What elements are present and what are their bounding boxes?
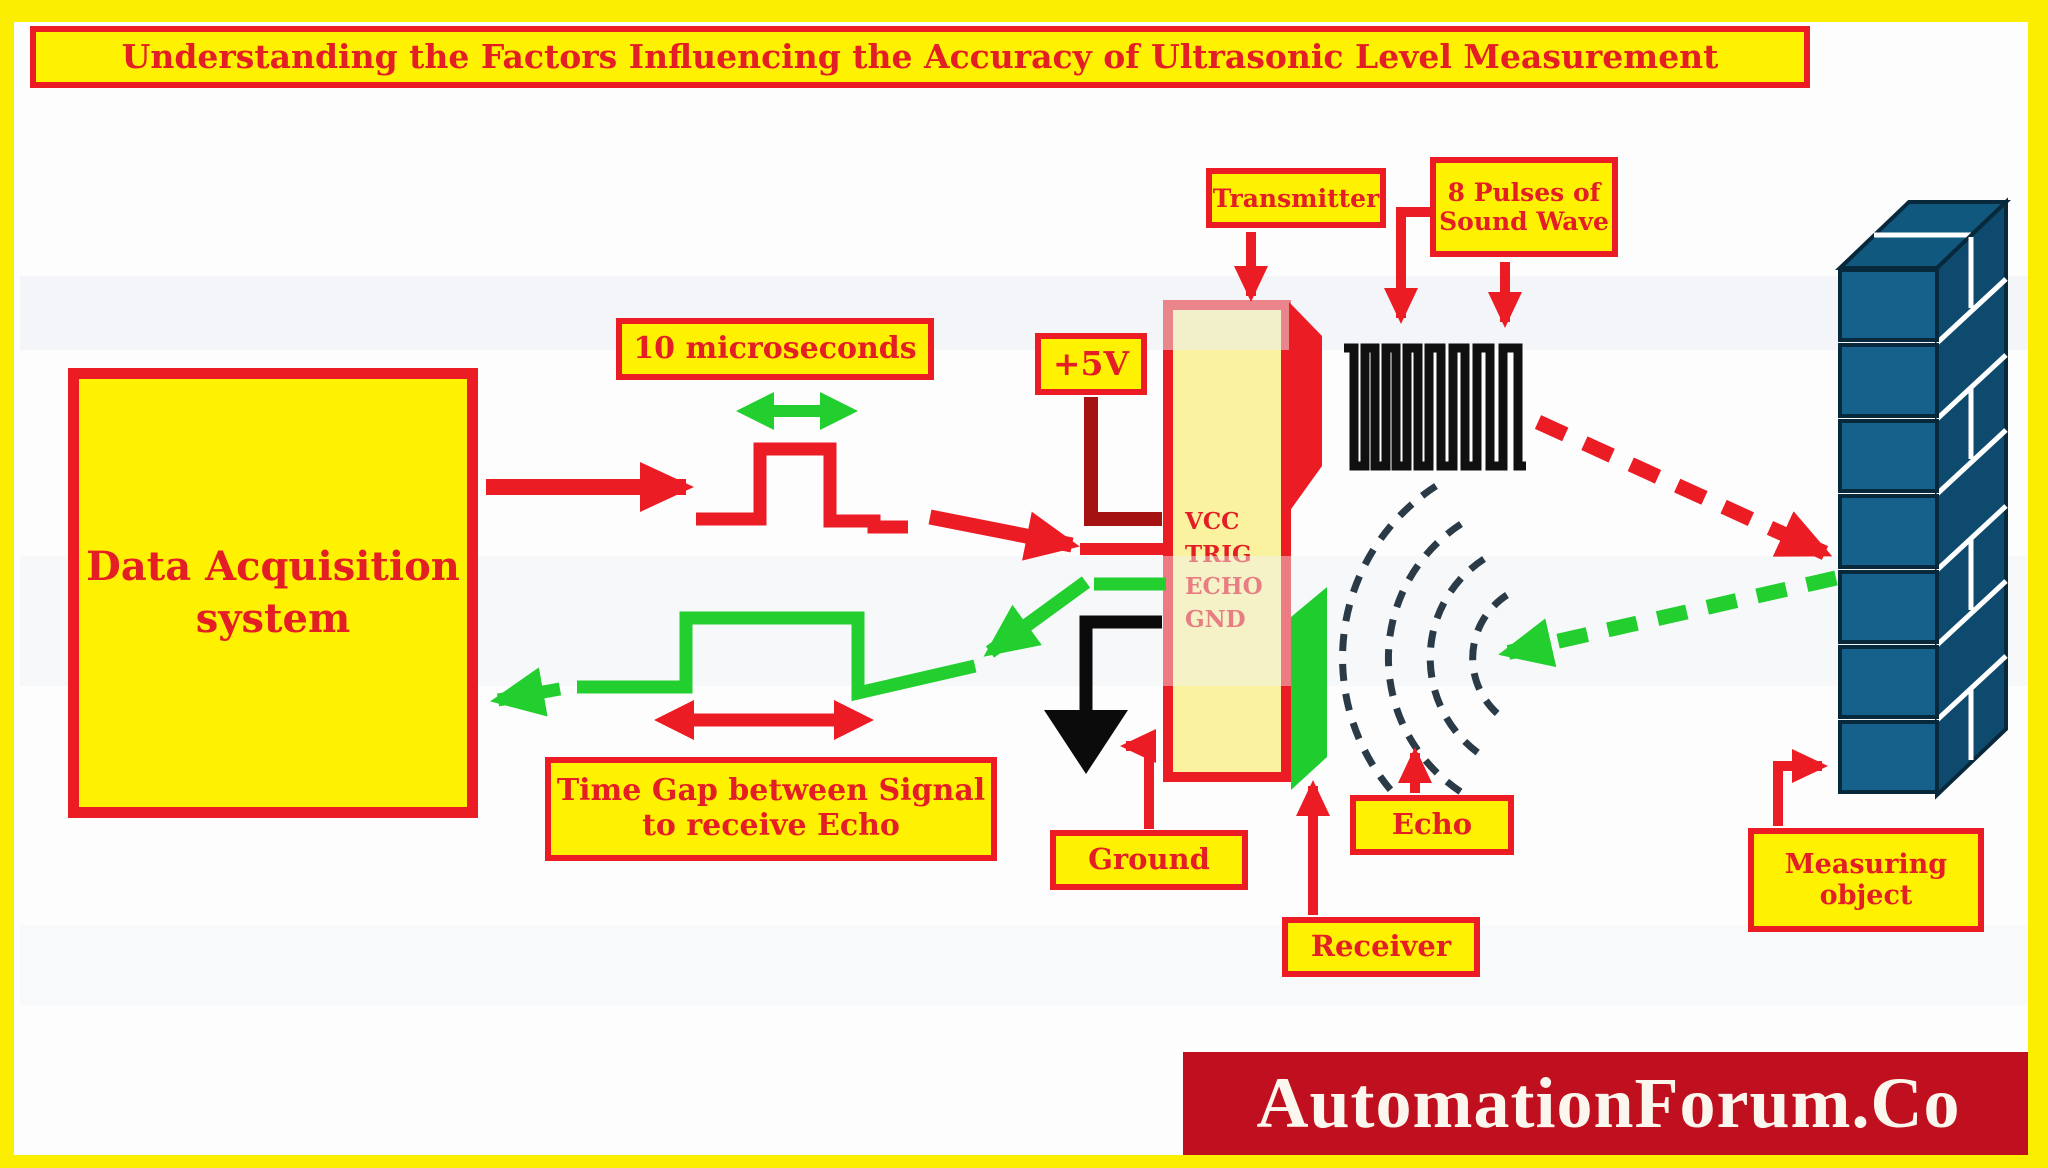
time-gap-double-arrow bbox=[654, 700, 874, 740]
sound-wave-to-object-arrow bbox=[1534, 415, 1833, 560]
echo-label: Echo bbox=[1350, 795, 1514, 855]
ground-label: Ground bbox=[1050, 830, 1248, 890]
brand-logo: AutomationForum.Co bbox=[1183, 1052, 2034, 1155]
sensor-pin-labels: VCC TRIG ECHO GND bbox=[1185, 508, 1263, 633]
receiver-transducer-icon bbox=[1291, 587, 1327, 790]
ground-symbol-icon bbox=[1044, 710, 1128, 774]
vcc-supply-wire bbox=[1084, 397, 1162, 526]
pulse-train-icon bbox=[1344, 343, 1526, 471]
supply-voltage-label: +5V bbox=[1035, 333, 1147, 395]
transmitter-transducer-icon bbox=[1289, 302, 1322, 512]
measuring-object-label: Measuring object bbox=[1748, 828, 1984, 932]
trigger-width-label: 10 microseconds bbox=[616, 318, 934, 380]
echo-waveform-to-daq-arrow bbox=[490, 667, 562, 717]
ground-pointer-arrow bbox=[1120, 729, 1156, 829]
gnd-wire bbox=[1079, 615, 1162, 710]
sound-pulses-pointer-arrow bbox=[1384, 207, 1432, 324]
measuring-object-pointer-arrow bbox=[1773, 749, 1828, 826]
daq-block: Data Acquisition system bbox=[68, 368, 478, 818]
page-title: Understanding the Factors Influencing th… bbox=[30, 26, 1810, 88]
trigger-pulse-waveform bbox=[696, 442, 908, 534]
echo-return-arrow bbox=[1498, 570, 1838, 668]
transmitter-label: Transmitter bbox=[1206, 168, 1386, 228]
pulse-width-double-arrow bbox=[736, 392, 858, 430]
echo-pulse-waveform bbox=[577, 611, 977, 702]
time-gap-label: Time Gap between Signal to receive Echo bbox=[545, 757, 997, 861]
ultrasonic-sensor-block: VCC TRIG ECHO GND bbox=[1163, 300, 1291, 782]
receiver-label: Receiver bbox=[1282, 917, 1480, 977]
echo-to-waveform-arrow bbox=[983, 576, 1091, 658]
label-pointer-arrows bbox=[1120, 207, 1828, 915]
sound-pulses-label: 8 Pulses of Sound Wave bbox=[1430, 157, 1618, 257]
measuring-object-wall bbox=[1835, 197, 2011, 800]
trigger-to-sensor-arrow bbox=[928, 509, 1080, 561]
